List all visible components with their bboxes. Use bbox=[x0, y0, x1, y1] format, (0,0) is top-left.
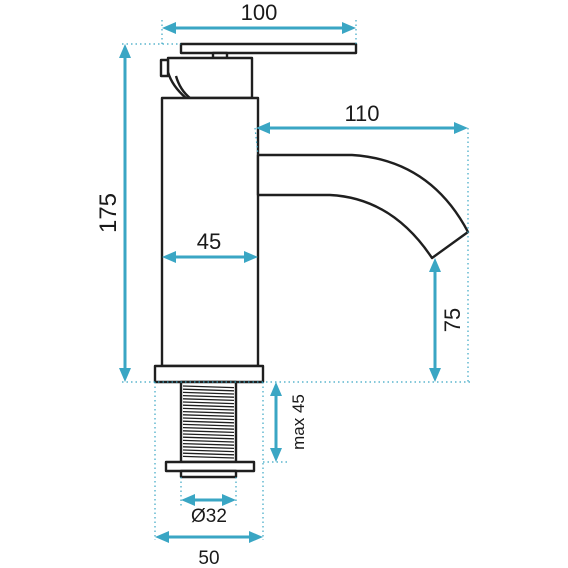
guide-lines bbox=[122, 20, 470, 540]
label-total-height: 175 bbox=[95, 193, 122, 233]
label-spout-reach: 110 bbox=[344, 101, 379, 126]
dimension-lines bbox=[119, 22, 468, 543]
thread-line bbox=[182, 417, 235, 421]
thread-line bbox=[182, 449, 235, 453]
thread-line bbox=[182, 442, 235, 446]
lever-plate bbox=[179, 42, 358, 55]
shank-threads bbox=[182, 385, 235, 459]
label-body-width: 45 bbox=[197, 229, 221, 254]
cap-curve bbox=[174, 75, 191, 99]
label-handle-width: 100 bbox=[241, 0, 278, 25]
thread-line bbox=[182, 452, 235, 456]
thread-line bbox=[182, 394, 235, 398]
thread-line bbox=[182, 455, 235, 459]
label-base-width: 50 bbox=[198, 548, 219, 568]
thread-line bbox=[182, 388, 235, 392]
thread-line bbox=[182, 430, 235, 434]
label-thread-length: max 45 bbox=[289, 394, 308, 450]
thread-line bbox=[182, 391, 235, 395]
shank-washer bbox=[179, 469, 238, 479]
body-column bbox=[160, 96, 260, 368]
thread-line bbox=[182, 436, 235, 440]
cartridge-cap bbox=[166, 56, 254, 100]
thread-line bbox=[182, 398, 235, 402]
label-thread-diameter: Ø32 bbox=[191, 506, 227, 527]
thread-line bbox=[182, 407, 235, 411]
thread-line bbox=[182, 401, 235, 405]
spout bbox=[256, 153, 470, 260]
dimension-labels: 100 110 175 45 75 max 45 Ø32 50 bbox=[95, 0, 465, 568]
thread-line bbox=[182, 433, 235, 437]
label-spout-height: 75 bbox=[440, 308, 465, 332]
faucet-outline bbox=[153, 42, 470, 479]
thread-line bbox=[182, 420, 235, 424]
thread-line bbox=[182, 446, 235, 450]
shank-nut bbox=[164, 460, 256, 473]
thread-line bbox=[182, 414, 235, 418]
thread-line bbox=[182, 385, 235, 389]
thread-line bbox=[182, 439, 235, 443]
thread-line bbox=[182, 404, 235, 408]
thread-line bbox=[182, 410, 235, 414]
base-flange bbox=[153, 364, 265, 384]
thread-line bbox=[182, 423, 235, 427]
handle-nub bbox=[159, 58, 170, 78]
thread-line bbox=[182, 426, 235, 430]
